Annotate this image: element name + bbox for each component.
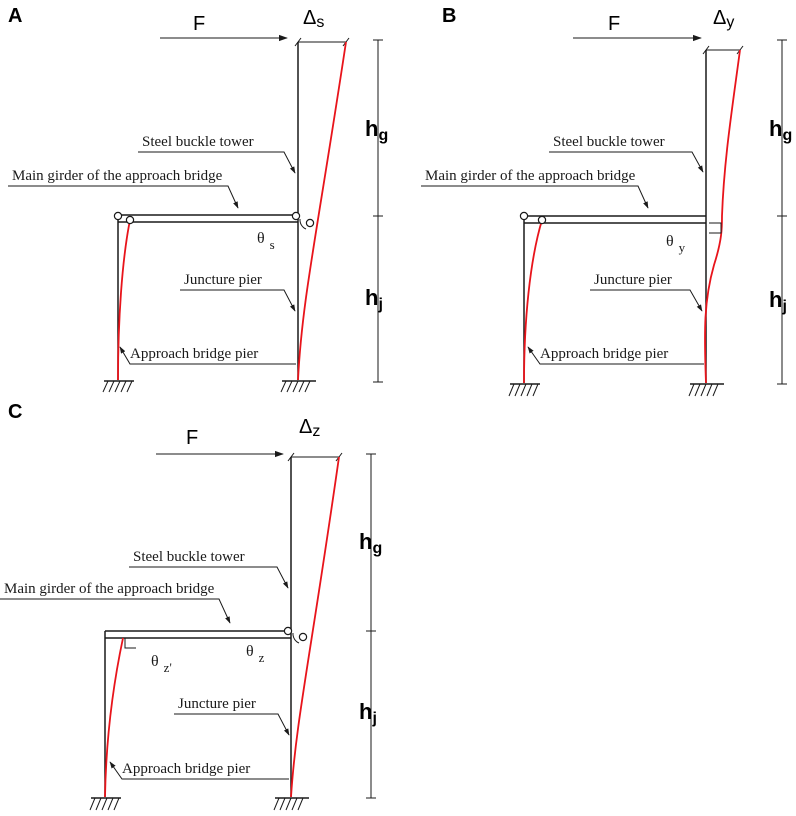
hinge (125, 215, 135, 225)
hinge (113, 211, 123, 221)
leader-line (590, 289, 703, 312)
leader-line (527, 346, 704, 365)
main-girder-label: Main girder of the approach bridge (12, 168, 223, 184)
pier-height-label: hj (365, 285, 383, 313)
leader-line (8, 185, 239, 209)
main-girder-label: Main girder of the approach bridge (4, 581, 215, 597)
displacement-symbol: Δs (303, 7, 324, 31)
steel-buckle-tower-label: Steel buckle tower (553, 134, 665, 150)
fixed-support (508, 383, 540, 397)
panel-label: C (8, 401, 22, 423)
deformed-approach-pier-curve (104, 637, 124, 798)
panel-label: A (8, 5, 22, 27)
hinge (537, 215, 547, 225)
leader-line (119, 346, 296, 365)
approach-bridge-pier-label: Approach bridge pier (130, 346, 258, 362)
force-label: F (608, 13, 620, 35)
deformed-tower-curve (704, 49, 741, 384)
hinge (519, 211, 529, 221)
deformed-tower-curve (297, 41, 347, 381)
fixed-support (89, 797, 121, 811)
displacement-symbol: Δy (713, 7, 734, 31)
rigid-joint-marker (709, 222, 722, 234)
steel-buckle-tower-label: Steel buckle tower (142, 134, 254, 150)
pier-height-label: hj (769, 287, 787, 315)
leader-line (549, 151, 704, 173)
pier-height-label: hj (359, 699, 377, 727)
approach-bridge-pier-label: Approach bridge pier (122, 761, 250, 777)
tower-height-label: hg (359, 529, 382, 557)
hinge (291, 211, 301, 221)
force-label: F (193, 13, 205, 35)
rotation-angle-arc (292, 632, 300, 644)
leader-line (129, 566, 289, 589)
displacement-symbol: Δz (299, 416, 320, 440)
hinge (305, 218, 315, 228)
juncture-pier-label: Juncture pier (184, 272, 262, 288)
juncture-pier-label: Juncture pier (594, 272, 672, 288)
approach-bridge-pier-label: Approach bridge pier (540, 346, 668, 362)
leader-line (421, 185, 649, 209)
fixed-support (102, 380, 134, 393)
force-label: F (186, 427, 198, 449)
panel-label: B (442, 5, 456, 27)
steel-buckle-tower-label: Steel buckle tower (133, 549, 245, 565)
rotation-angle-arc (299, 218, 307, 230)
hinge (298, 632, 308, 642)
rigid-joint-marker (124, 638, 136, 649)
leader-line (180, 289, 296, 312)
leader-line (138, 151, 296, 174)
leader-line (174, 713, 290, 736)
juncture-pier-label: Juncture pier (178, 696, 256, 712)
hinge (283, 626, 293, 636)
tower-height-label: hg (769, 116, 792, 144)
deformed-tower-curve (290, 456, 340, 798)
leader-line (0, 598, 231, 624)
fixed-support (280, 380, 316, 393)
deformed-approach-pier-curve (523, 219, 543, 384)
leader-line (109, 761, 289, 780)
fixed-support (688, 383, 724, 397)
deformed-approach-pier-curve (117, 219, 131, 381)
fixed-support (273, 797, 309, 811)
main-girder-label: Main girder of the approach bridge (425, 168, 636, 184)
tower-height-label: hg (365, 116, 388, 144)
